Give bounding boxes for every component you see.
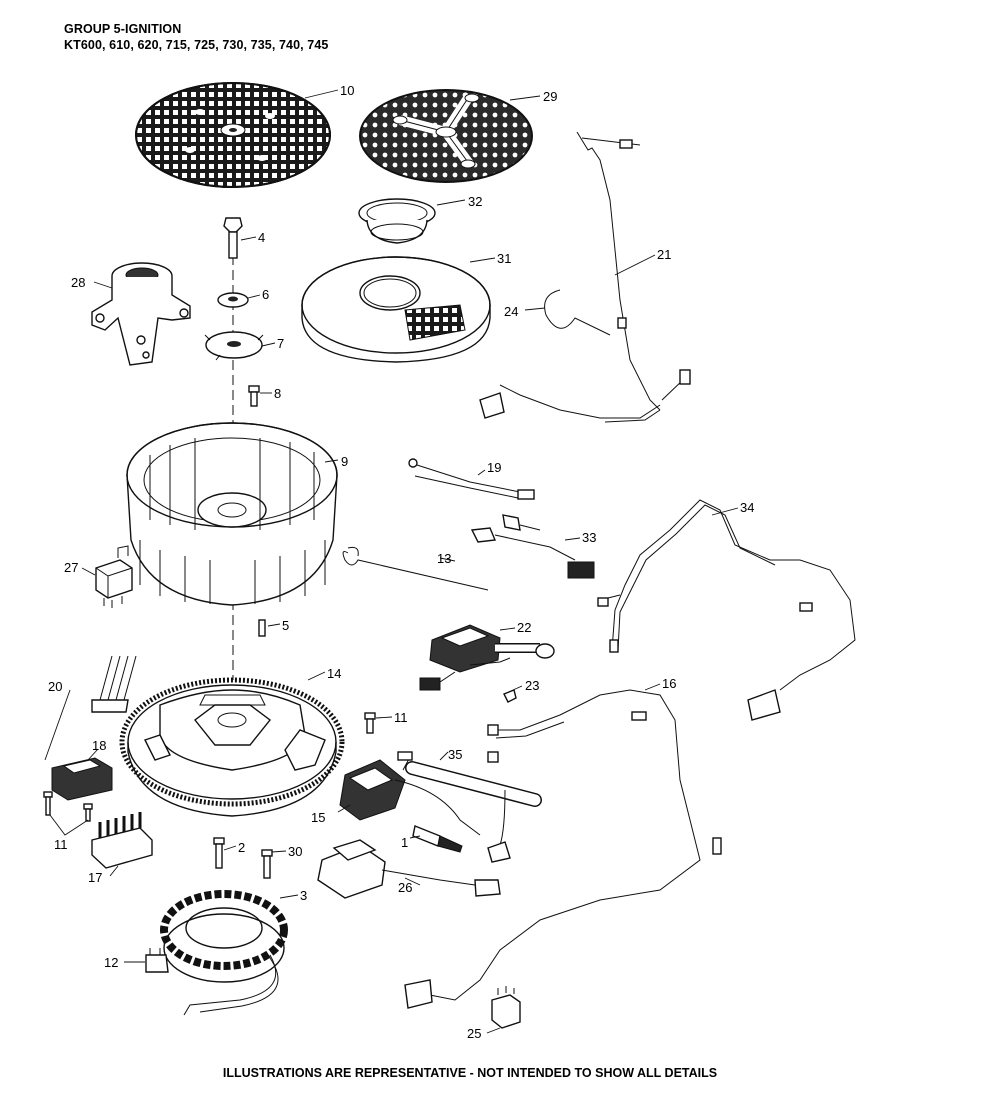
spark-plug-lead-part — [487, 789, 511, 863]
rotating-screen-part — [359, 89, 533, 183]
callout-4: 4 — [258, 230, 265, 245]
callout-24: 24 — [504, 304, 518, 319]
flywheel-part — [126, 422, 338, 606]
bolt-30-part — [261, 849, 273, 879]
callout-12: 12 — [104, 955, 118, 970]
relay-27-part — [95, 545, 133, 608]
callout-32: 32 — [468, 194, 482, 209]
screw-11-left-part — [43, 791, 93, 836]
callout-25: 25 — [467, 1026, 481, 1041]
callout-2: 2 — [238, 840, 245, 855]
callout-35: 35 — [448, 747, 462, 762]
callout-33: 33 — [582, 530, 596, 545]
coil-pack-22-part — [419, 624, 555, 691]
bolt-2-part — [213, 837, 225, 869]
rectifier-18-part — [51, 757, 113, 801]
tie-strap-13-part — [342, 546, 489, 591]
tube-35-part — [405, 761, 542, 807]
flywheel-bolt-part — [223, 217, 243, 259]
wire-tie-24-part — [544, 289, 611, 336]
callout-11: 11 — [394, 710, 408, 725]
connector-20-part — [44, 655, 137, 761]
callout-29: 29 — [543, 89, 557, 104]
exploded-parts-diagram: 10 29 32 31 4 28 6 7 8 9 27 5 14 11 20 1… — [43, 82, 856, 1041]
harness-33-part — [470, 514, 595, 579]
page-title: GROUP 5-IGNITION — [64, 22, 182, 36]
callout-30: 30 — [288, 844, 302, 859]
callout-6: 6 — [262, 287, 269, 302]
callout-27: 27 — [64, 560, 78, 575]
callout-23: 23 — [525, 678, 539, 693]
callout-5: 5 — [282, 618, 289, 633]
screw-11-right-part — [364, 712, 376, 734]
callout-8: 8 — [274, 386, 281, 401]
leader-lines — [81, 89, 739, 1034]
harness-16-part — [404, 689, 722, 1009]
callout-21: 21 — [657, 247, 671, 262]
callout-34: 34 — [740, 500, 754, 515]
cup-part — [358, 198, 436, 244]
ring-gear-part — [119, 677, 345, 817]
callout-28: 28 — [71, 275, 85, 290]
regulator-17-part — [91, 812, 153, 869]
callout-1: 1 — [401, 835, 408, 850]
callout-31: 31 — [497, 251, 511, 266]
callout-11: 11 — [54, 837, 68, 852]
callout-20: 20 — [48, 679, 62, 694]
grass-screen-part — [135, 82, 331, 188]
callout-26: 26 — [398, 880, 412, 895]
harness-34-part — [597, 499, 856, 721]
blower-cover-part — [301, 256, 491, 363]
harness-21-part — [479, 131, 691, 423]
callout-19: 19 — [487, 460, 501, 475]
terminal-12-part — [145, 948, 169, 973]
spark-plug-part — [412, 825, 463, 853]
mounting-bracket-part — [91, 262, 191, 366]
callout-10: 10 — [340, 83, 354, 98]
callout-9: 9 — [341, 454, 348, 469]
screw-8-part — [248, 385, 260, 407]
stator-part — [160, 890, 288, 1016]
ignition-coil-26-part — [317, 839, 501, 899]
callout-15: 15 — [311, 810, 325, 825]
callout-17: 17 — [88, 870, 102, 885]
washer-part — [217, 292, 249, 308]
fan-plate-part — [204, 331, 264, 361]
ignition-module-15-part — [339, 751, 481, 836]
callout-13: 13 — [437, 551, 451, 566]
callout-18: 18 — [92, 738, 106, 753]
callout-labels: 10 29 32 31 4 28 6 7 8 9 27 5 14 11 20 1… — [48, 83, 754, 1041]
model-list: KT600, 610, 620, 715, 725, 730, 735, 740… — [64, 38, 329, 52]
callout-16: 16 — [662, 676, 676, 691]
lead-wire-19-part — [408, 458, 535, 500]
screw-23-part — [503, 689, 517, 703]
callout-3: 3 — [300, 888, 307, 903]
relay-25-part — [491, 986, 521, 1029]
callout-14: 14 — [327, 666, 341, 681]
disclaimer-footer: ILLUSTRATIONS ARE REPRESENTATIVE - NOT I… — [222, 1066, 718, 1080]
woodruff-key-part — [258, 619, 266, 637]
callout-7: 7 — [277, 336, 284, 351]
callout-22: 22 — [517, 620, 531, 635]
